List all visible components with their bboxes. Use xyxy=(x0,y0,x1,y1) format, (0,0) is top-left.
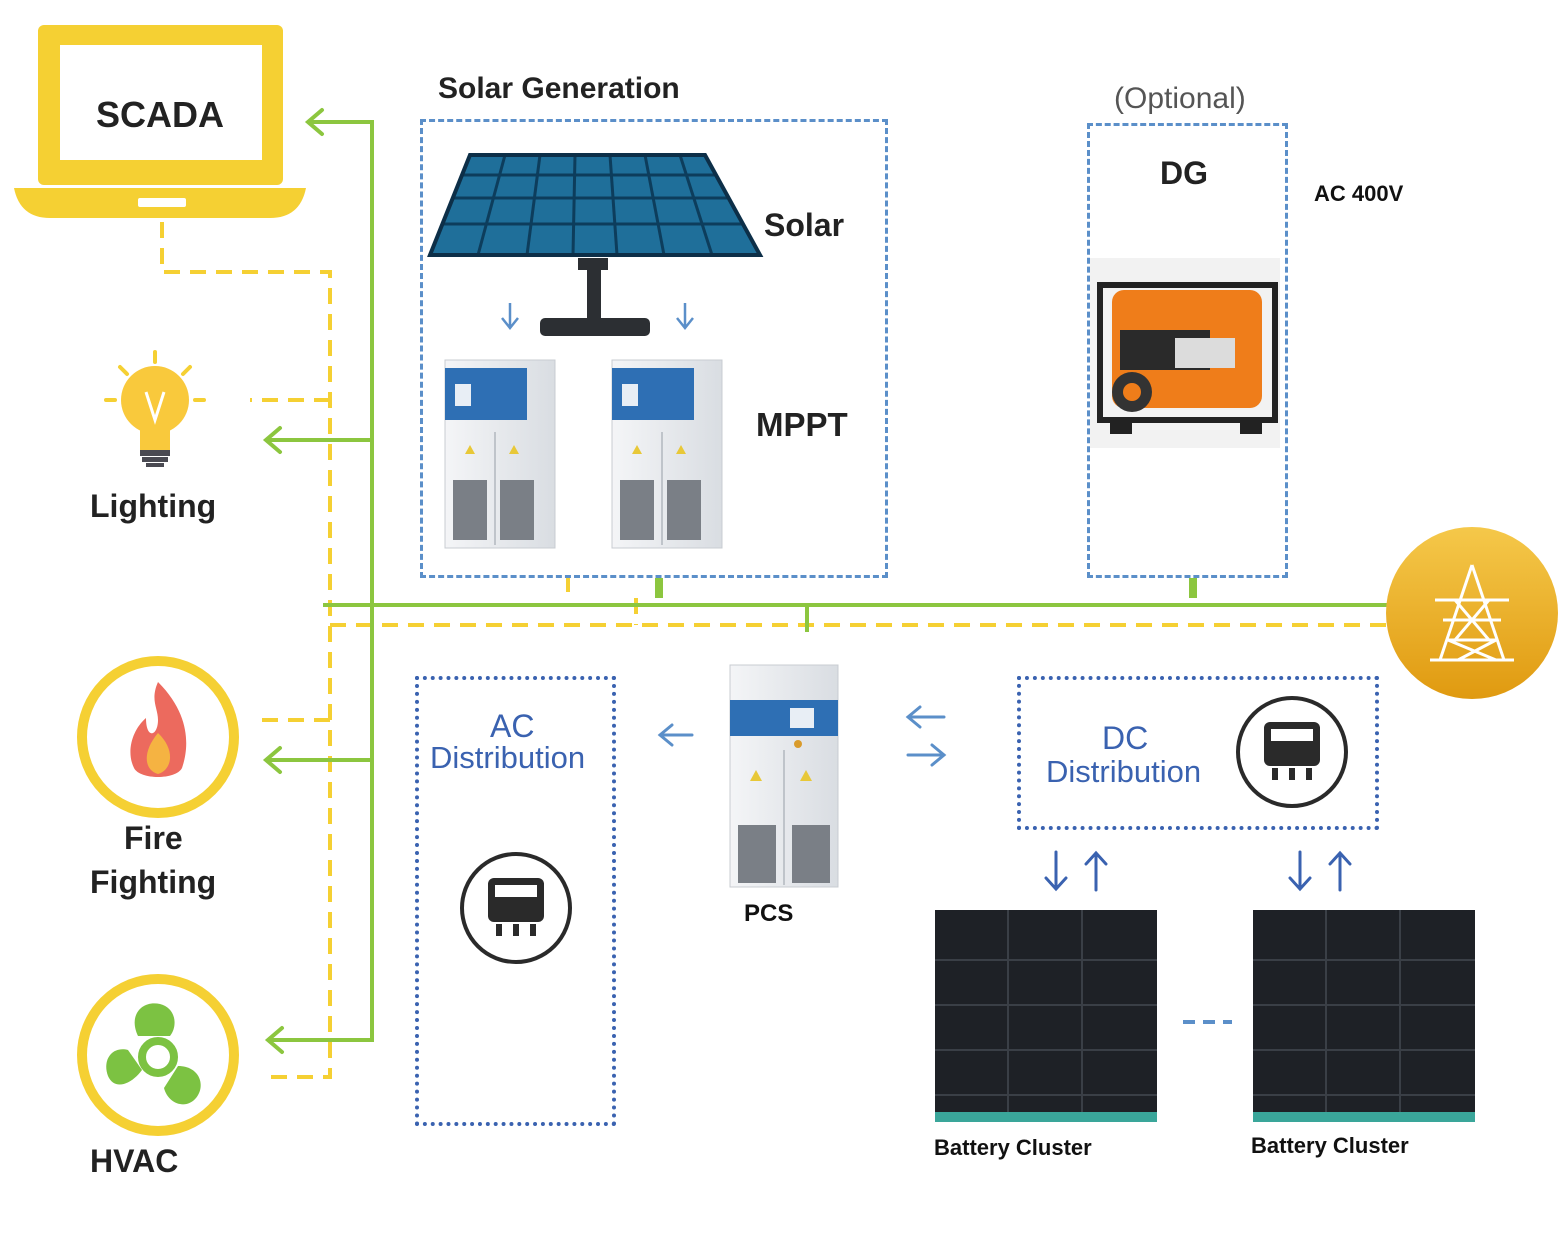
solar-down-arrows xyxy=(501,303,694,331)
dg-box xyxy=(1087,123,1288,578)
pcs-label: PCS xyxy=(744,900,794,927)
solar-generation-box xyxy=(420,119,888,578)
battery-cluster-right-label: Battery Cluster xyxy=(1251,1133,1409,1158)
hvac-fan-icon xyxy=(77,974,239,1136)
dg-label: DG xyxy=(1160,155,1208,191)
mppt-cabinet-right xyxy=(611,359,723,549)
communication-lines xyxy=(160,222,1390,1079)
solar-label: Solar xyxy=(764,207,845,243)
dc-distribution-label-line1: DC xyxy=(1102,720,1149,756)
battery-cluster-left-label: Battery Cluster xyxy=(934,1135,1092,1160)
dc-distribution-box xyxy=(1017,676,1379,830)
utility-grid-tower-icon xyxy=(1386,527,1558,699)
pcs-flow-arrows xyxy=(657,705,947,767)
battery-cluster-left-icon xyxy=(935,910,1157,1122)
mppt-label: MPPT xyxy=(756,406,848,443)
battery-flow-arrows xyxy=(1044,850,1352,892)
solar-generation-title: Solar Generation xyxy=(438,72,680,105)
lightbulb-icon xyxy=(104,350,206,467)
scada-laptop-icon xyxy=(14,25,306,218)
ac-voltage-label: AC 400V xyxy=(1314,181,1404,206)
ac-distribution-label-line1: AC xyxy=(490,708,535,744)
power-lines xyxy=(268,120,1395,1042)
mppt-cabinet-left xyxy=(444,359,556,549)
ac-meter-icon xyxy=(460,852,572,964)
dc-distribution-label-line2: Distribution xyxy=(1046,754,1202,789)
lighting-label: Lighting xyxy=(90,488,217,524)
ac-distribution-label-line2: Distribution xyxy=(430,740,586,775)
fire-fighting-label-line2: Fighting xyxy=(90,864,217,900)
diesel-generator-icon xyxy=(1090,258,1280,448)
dc-meter-icon xyxy=(1236,696,1348,808)
pcs-cabinet-icon xyxy=(729,664,839,888)
fire-icon xyxy=(77,656,239,818)
hvac-label: HVAC xyxy=(90,1143,179,1179)
bus-connectors xyxy=(655,578,1197,598)
scada-label: SCADA xyxy=(96,94,225,135)
dg-optional-label: (Optional) xyxy=(1114,82,1246,115)
solar-panel-icon xyxy=(427,153,764,336)
fire-fighting-label-line1: Fire xyxy=(124,820,183,856)
load-arrowheads xyxy=(262,108,324,1054)
battery-cluster-right-icon xyxy=(1253,910,1475,1122)
ac-distribution-box xyxy=(415,676,616,1126)
